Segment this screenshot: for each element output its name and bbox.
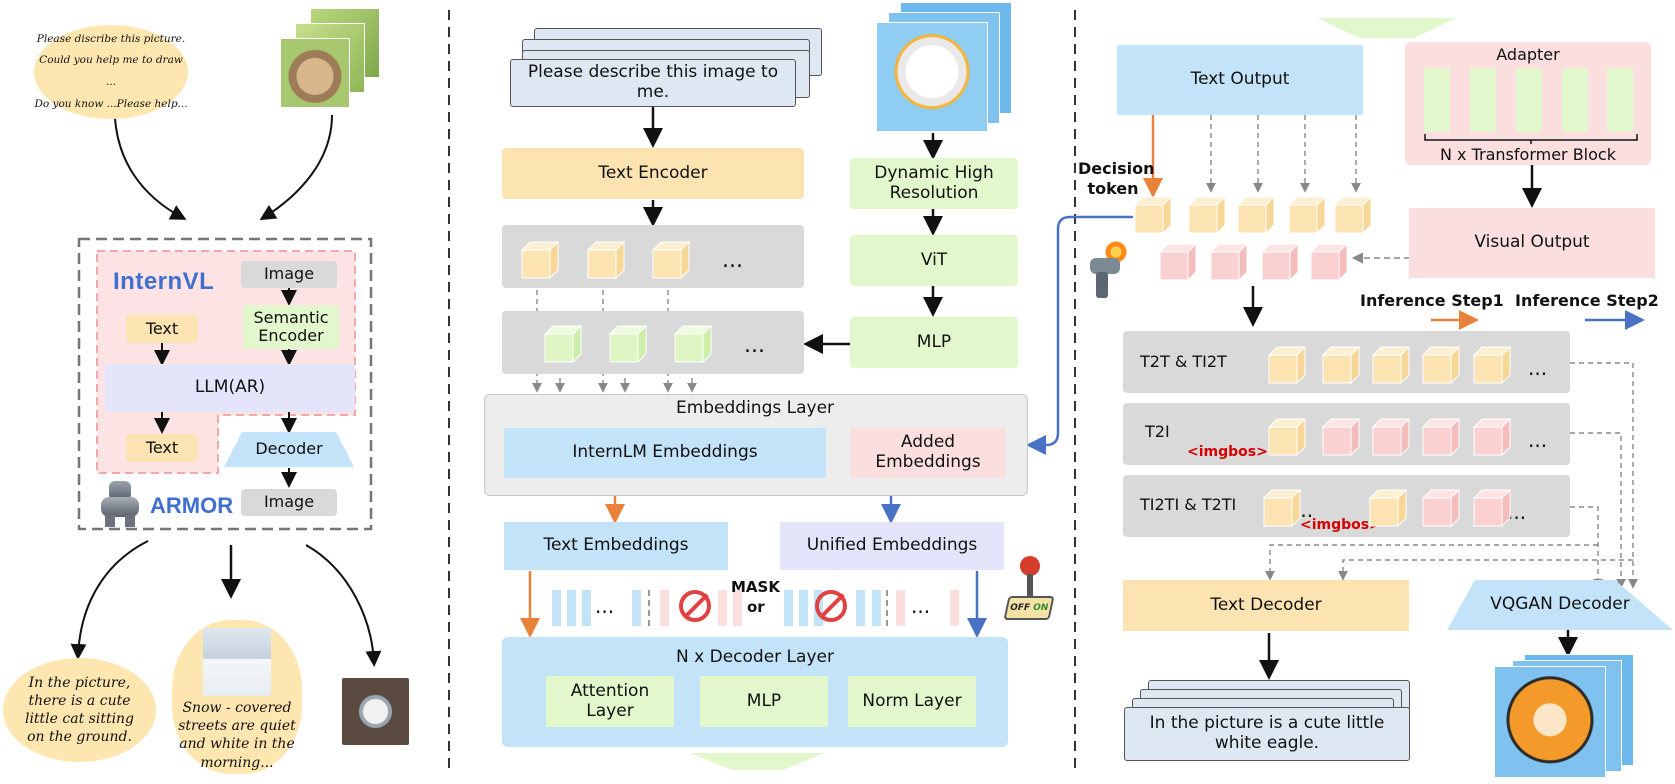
- text-token-ellipsis: ...: [722, 248, 743, 273]
- bird-photo: [342, 678, 409, 745]
- snow-street-photo: [203, 628, 271, 696]
- decoder-node: Decoder: [255, 439, 323, 459]
- t2i-ellipsis: ...: [1528, 428, 1548, 452]
- adapter-title: Adapter: [1496, 45, 1560, 64]
- adapter-block-bar-3: [1516, 68, 1542, 132]
- eagle-image-stack: [876, 2, 1012, 132]
- t2t-ellipsis: ...: [1528, 356, 1548, 380]
- text-embeddings-node: Text Embeddings: [504, 522, 728, 570]
- embeddings-layer-title: Embeddings Layer: [675, 398, 835, 418]
- cat-image-stack: [280, 8, 380, 108]
- vit-node: ViT: [850, 235, 1018, 286]
- unified-embeddings-node: Unified Embeddings: [780, 522, 1004, 570]
- snow-caption: Snow - covered streets are quiet and whi…: [178, 700, 296, 771]
- mlp-node: MLP: [850, 317, 1018, 368]
- cat-answer-bubble: In the picture, there is a cute little c…: [3, 658, 156, 762]
- t2t-label: T2T & TI2T: [1140, 352, 1227, 371]
- adapter-block-bar-2: [1470, 68, 1496, 132]
- image-input-node: Image: [241, 261, 337, 288]
- transformer-block-label: N x Transformer Block: [1440, 145, 1616, 164]
- armor-robot-icon: [97, 481, 143, 527]
- armor-logo: ARMOR: [150, 493, 234, 518]
- adapter-block-bar-1: [1424, 68, 1450, 132]
- mask-label: MASK: [731, 578, 780, 596]
- unified-mask-strip: ...: [784, 590, 984, 626]
- laser-gun-icon: [1086, 240, 1138, 306]
- text-output-node: Text Output: [1117, 45, 1363, 115]
- no-image-icon-1: [679, 590, 711, 622]
- switch-on-label: ON: [1031, 603, 1050, 613]
- prompt-line-3: Do you know ...Please help...: [34, 97, 188, 110]
- tiger-cartoon: [1494, 666, 1606, 778]
- imgbos-label-2: <imgbos>: [1300, 517, 1381, 533]
- internlm-embeddings-node: InternLM Embeddings: [504, 428, 826, 478]
- dynamic-resolution-node: Dynamic High Resolution: [850, 158, 1018, 209]
- ti2ti-label: TI2TI & T2TI: [1140, 495, 1237, 514]
- internvl-logo: InternVL: [113, 268, 215, 295]
- snow-bubble: Snow - covered streets are quiet and whi…: [172, 620, 302, 774]
- text-input-node: Text: [126, 315, 198, 343]
- switch-off-label: OFF: [1008, 603, 1031, 613]
- text-decoder-node: Text Decoder: [1123, 580, 1409, 631]
- ti2ti-ellipsis: ...: [1507, 500, 1527, 524]
- attention-layer-node: Attention Layer: [546, 676, 674, 727]
- norm-layer-node: Norm Layer: [848, 676, 976, 727]
- mlp-inner-node: MLP: [700, 676, 828, 727]
- t2i-label: T2I: [1145, 422, 1170, 441]
- inference-step1-label: Inference Step1: [1360, 291, 1504, 310]
- joystick-switch-icon: OFF ON: [1003, 556, 1055, 622]
- adapter-block-bar-4: [1562, 68, 1588, 132]
- no-image-icon-2: [815, 590, 847, 622]
- vqgan-decoder-node: VQGAN Decoder: [1490, 594, 1630, 615]
- imgbos-label-1: <imgbos>: [1187, 444, 1268, 460]
- prompt-card: Please describe this image to me.: [510, 59, 796, 107]
- inference-step2-label: Inference Step2: [1515, 291, 1659, 310]
- llm-node: LLM(AR): [105, 364, 355, 412]
- added-embeddings-node: Added Embeddings: [850, 428, 1006, 478]
- decoder-layer-title: N x Decoder Layer: [676, 647, 834, 667]
- image-output-node: Image: [241, 489, 337, 516]
- decision-token-label: Decision token: [1078, 159, 1155, 198]
- prompt-line-1: Please discribe this picture.: [36, 32, 186, 45]
- text-token-row: [502, 225, 804, 288]
- prompt-bubble: Please discribe this picture. Could you …: [34, 25, 188, 119]
- adapter-block-bar-5: [1607, 68, 1633, 132]
- tiger-image-stack: [1494, 654, 1634, 779]
- cat-photo: [280, 38, 350, 108]
- text-output-node: Text: [126, 434, 198, 462]
- prompt-line-2: Could you help me to draw ...: [39, 54, 183, 88]
- semantic-encoder-node: Semantic Encoder: [243, 305, 339, 349]
- answer-card: In the picture is a cute little white ea…: [1124, 707, 1410, 761]
- eagle-cartoon: [876, 22, 988, 132]
- visual-output-node: Visual Output: [1409, 208, 1655, 278]
- text-encoder-node: Text Encoder: [502, 148, 804, 199]
- image-token-ellipsis: ...: [744, 333, 765, 358]
- text-mask-strip: ...: [548, 590, 748, 626]
- or-label: or: [747, 598, 765, 616]
